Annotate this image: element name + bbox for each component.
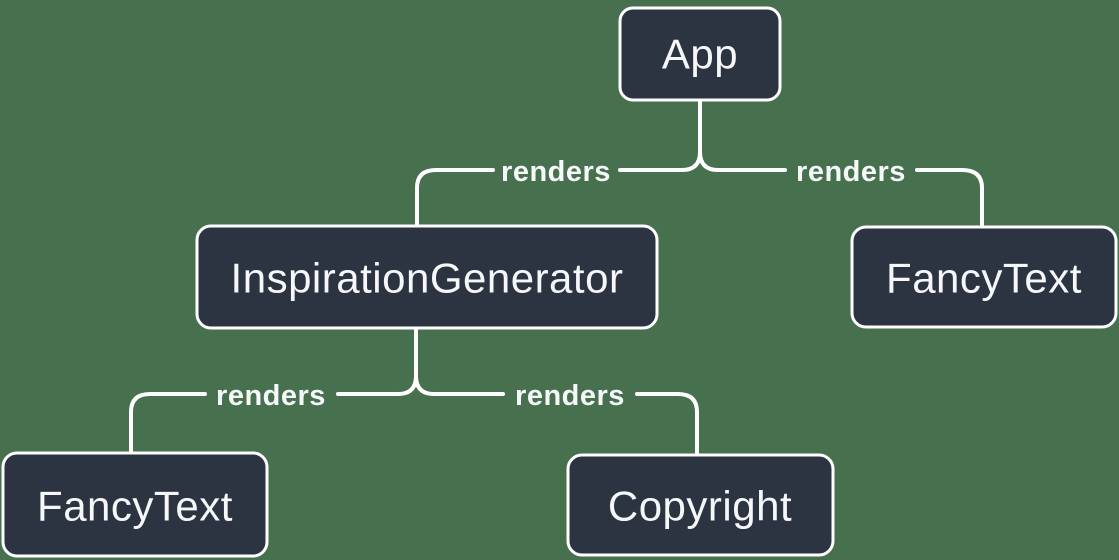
node-app-box bbox=[618, 6, 782, 102]
edge-label-inspirationgenerator-fancytext: renders bbox=[216, 380, 326, 412]
node-copyright-label: Copyright bbox=[608, 483, 792, 530]
node-app-label: App bbox=[662, 31, 738, 78]
edge-label-app-inspirationgenerator: renders bbox=[501, 156, 611, 188]
node-fancy-text-right: FancyText bbox=[850, 225, 1118, 329]
node-inspiration-generator-label: InspirationGenerator bbox=[231, 255, 624, 302]
node-inspiration-generator: InspirationGenerator bbox=[195, 224, 659, 330]
node-app: App bbox=[618, 6, 782, 102]
edge-label-app-fancytext: renders bbox=[796, 156, 906, 188]
node-fancy-text-left-label: FancyText bbox=[37, 483, 233, 530]
node-fancy-text-left: FancyText bbox=[1, 451, 269, 558]
edge-label-inspirationgenerator-copyright: renders bbox=[515, 380, 625, 412]
node-copyright-box bbox=[566, 453, 835, 557]
node-fancy-text-right-label: FancyText bbox=[886, 255, 1082, 302]
edge-inspirationgenerator-copyright bbox=[414, 327, 699, 457]
node-copyright: Copyright bbox=[566, 453, 835, 557]
node-inspiration-generator-box bbox=[195, 224, 659, 330]
edge-app-fancytext bbox=[698, 98, 984, 229]
node-fancy-text-left-box bbox=[1, 451, 269, 558]
node-fancy-text-right-box bbox=[850, 225, 1118, 329]
